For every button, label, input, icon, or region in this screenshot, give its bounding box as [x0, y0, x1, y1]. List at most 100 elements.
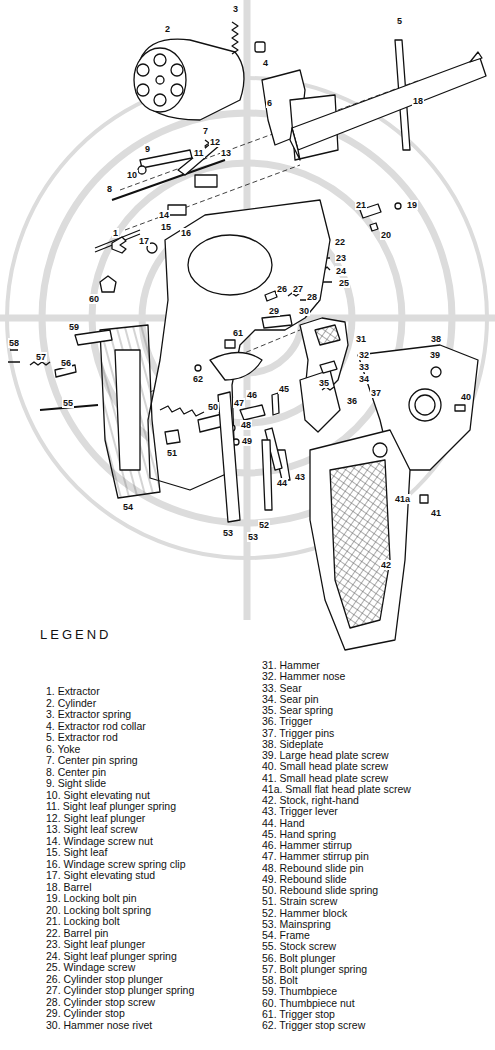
- callout-number: 52: [258, 520, 270, 530]
- legend-entry: 56. Bolt plunger: [262, 953, 336, 964]
- legend-entry: 20. Locking bolt spring: [46, 905, 151, 916]
- legend-entry: 26. Cylinder stop plunger: [46, 974, 163, 985]
- legend-entry: 21. Locking bolt: [46, 916, 120, 927]
- legend-entry: 15. Sight leaf: [46, 847, 107, 858]
- legend-entry: 50. Rebound slide spring: [262, 885, 378, 896]
- callout-number: 41a: [394, 494, 411, 504]
- callout-number: 10: [126, 170, 138, 180]
- callout-number: 19: [406, 200, 418, 210]
- callout-number: 50: [207, 402, 219, 412]
- legend-entry: 10. Sight elevating nut: [46, 790, 150, 801]
- callout-number: 59: [68, 322, 80, 332]
- legend-entry: 55. Stock screw: [262, 941, 336, 952]
- legend-entry: 32. Hammer nose: [262, 671, 345, 682]
- callout-number: 27: [292, 284, 304, 294]
- callout-number: 3: [232, 4, 239, 14]
- callout-number: 6: [266, 98, 273, 108]
- legend-entry: 16. Windage screw spring clip: [46, 859, 185, 870]
- callout-number: 12: [209, 137, 221, 147]
- callout-number: 46: [246, 390, 258, 400]
- legend-entry: 22. Barrel pin: [46, 928, 108, 939]
- callout-number: 57: [35, 352, 47, 362]
- callout-number: 62: [192, 374, 204, 384]
- legend-entry: 58. Bolt: [262, 975, 298, 986]
- callout-number: 41: [430, 508, 442, 518]
- legend-entry: 12. Sight leaf plunger: [46, 813, 145, 824]
- legend-entry: 59. Thumbpiece: [262, 986, 337, 997]
- legend-entry: 33. Sear: [262, 683, 302, 694]
- callout-number: 53: [222, 528, 234, 538]
- legend-entry: 44. Hand: [262, 818, 305, 829]
- callout-number: 4: [262, 58, 269, 68]
- callout-number: 23: [335, 253, 347, 263]
- callout-number: 11: [193, 148, 205, 158]
- callout-number: 21: [355, 200, 367, 210]
- legend-entry: 24. Sight leaf plunger spring: [46, 951, 177, 962]
- callout-number: 16: [180, 228, 192, 238]
- callout-number: 43: [294, 472, 306, 482]
- legend-entry: 38. Sideplate: [262, 739, 323, 750]
- legend-heading: LEGEND: [40, 627, 111, 642]
- callout-number: 35: [318, 378, 330, 388]
- legend-entry: 43. Trigger lever: [262, 806, 338, 817]
- legend-entry: 29. Cylinder stop: [46, 1008, 125, 1019]
- legend-entry: 42. Stock, right-hand: [262, 795, 359, 806]
- callout-number: 49: [241, 436, 253, 446]
- callout-number: 36: [346, 396, 358, 406]
- legend-entry: 11. Sight leaf plunger spring: [46, 801, 176, 812]
- callout-number: 34: [358, 374, 370, 384]
- callout-number: 9: [144, 144, 151, 154]
- callout-number: 7: [202, 126, 209, 136]
- callout-number: 61: [232, 328, 244, 338]
- legend-entry: 45. Hand spring: [262, 829, 336, 840]
- legend-entry: 57. Bolt plunger spring: [262, 964, 367, 975]
- callout-number: 58: [8, 338, 20, 348]
- legend-entry: 8. Center pin: [46, 767, 106, 778]
- callout-number: 25: [338, 278, 350, 288]
- callout-number: 53: [247, 532, 259, 542]
- legend-entry: 31. Hammer: [262, 660, 320, 671]
- legend-entry: 53. Mainspring: [262, 919, 331, 930]
- legend-entry: 39. Large head plate screw: [262, 750, 389, 761]
- legend-entry: 60. Thumbpiece nut: [262, 998, 355, 1009]
- callout-number: 51: [166, 448, 178, 458]
- callout-number: 26: [276, 284, 288, 294]
- callout-number: 5: [396, 16, 403, 26]
- callout-number: 44: [276, 478, 288, 488]
- legend-entry: 48. Rebound slide pin: [262, 863, 364, 874]
- callout-number: 45: [278, 384, 290, 394]
- callout-number: 56: [60, 358, 72, 368]
- legend-entry: 2. Cylinder: [46, 698, 96, 709]
- callout-number: 31: [355, 334, 367, 344]
- legend-entry: 18. Barrel: [46, 882, 92, 893]
- target-rings: [0, 0, 495, 620]
- callout-number: 1: [112, 228, 119, 238]
- legend-entry: 41a. Small flat head plate screw: [262, 784, 411, 795]
- callout-number: 22: [334, 237, 346, 247]
- legend-entry: 5. Extractor rod: [46, 732, 118, 743]
- legend-entry: 46. Hammer stirrup: [262, 840, 352, 851]
- legend-entry: 30. Hammer nose rivet: [46, 1020, 152, 1031]
- legend-entry: 9. Sight slide: [46, 778, 106, 789]
- legend-entry: 1. Extractor: [46, 686, 100, 697]
- callout-number: 33: [358, 362, 370, 372]
- legend-entry: 54. Frame: [262, 930, 310, 941]
- legend-entry: 6. Yoke: [46, 744, 80, 755]
- legend-entry: 23. Sight leaf plunger: [46, 939, 145, 950]
- legend-entry: 4. Extractor rod collar: [46, 721, 146, 732]
- callout-number: 30: [298, 306, 310, 316]
- legend-entry: 13. Sight leaf screw: [46, 824, 138, 835]
- legend-entry: 47. Hammer stirrup pin: [262, 851, 369, 862]
- callout-number: 55: [62, 398, 74, 408]
- callout-number: 54: [122, 502, 134, 512]
- legend-entry: 27. Cylinder stop plunger spring: [46, 985, 194, 996]
- callout-number: 48: [240, 420, 252, 430]
- legend-entry: 51. Strain screw: [262, 896, 337, 907]
- legend-entry: 61. Trigger stop: [262, 1009, 335, 1020]
- callout-number: 24: [335, 266, 347, 276]
- callout-number: 60: [88, 294, 100, 304]
- callout-number: 39: [429, 350, 441, 360]
- callout-number: 14: [158, 210, 170, 220]
- legend-entry: 34. Sear pin: [262, 694, 319, 705]
